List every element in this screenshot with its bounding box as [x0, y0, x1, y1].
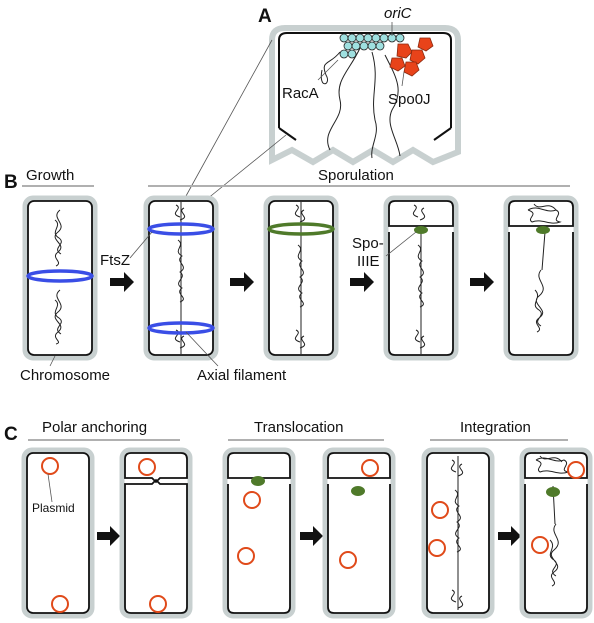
spo0j-protein-cluster: [389, 37, 434, 77]
plasmid: [243, 491, 261, 509]
plasmid: [41, 457, 59, 475]
ftsz-label: FtsZ: [100, 252, 130, 269]
oric-label: oriC: [384, 5, 412, 22]
zoom-guide-left: [185, 39, 273, 197]
plasmid: [431, 501, 449, 519]
integration-cell-2: [519, 447, 593, 619]
plasmid: [138, 458, 156, 476]
sporulation-cell-4: [503, 195, 579, 361]
arrow-b2: [230, 272, 254, 292]
spoiiie-dot-b4: [536, 226, 550, 234]
sporulation-cell-2: [263, 195, 339, 361]
integration-cell-1: [421, 447, 495, 619]
plasmid-label: Plasmid: [32, 501, 75, 515]
spoiiie-dot-c2: [351, 486, 365, 496]
plasmid: [531, 536, 549, 554]
spo0j-label: Spo0J: [388, 91, 431, 108]
plasmid: [237, 547, 255, 565]
spoiiie-dot-c1: [251, 476, 265, 486]
translocation-cell-1: [222, 447, 296, 619]
spoiiie-pointer: [385, 231, 417, 257]
chromosome-pointer: [49, 355, 56, 367]
plasmid: [361, 459, 379, 477]
spoiiie-label-line1: Spo-: [352, 235, 384, 252]
polar-anchoring-cell-2: [119, 447, 193, 619]
plasmid: [339, 551, 357, 569]
panel-b-label: B: [4, 172, 18, 193]
polar-anchoring-header: Polar anchoring: [42, 419, 147, 436]
ftsz-ring-top: [147, 222, 215, 236]
translocation-cell-2: [322, 447, 396, 619]
sporulation-cell-1: [143, 195, 219, 361]
integration-header: Integration: [460, 419, 531, 436]
zoom-guide-right: [195, 134, 287, 209]
plasmid-pointer: [47, 473, 53, 503]
arrow-c1: [97, 526, 120, 546]
sporulation-header: Sporulation: [318, 167, 394, 184]
arrow-b4: [470, 272, 494, 292]
translocation-header: Translocation: [254, 419, 344, 436]
panel-c-label: C: [4, 424, 18, 445]
chromosome-label: Chromosome: [20, 367, 110, 384]
raca-protein-cluster: [339, 33, 405, 59]
arrow-b3: [350, 272, 374, 292]
plasmid: [428, 539, 446, 557]
axial-filament-label: Axial filament: [197, 367, 287, 384]
spoiiie-dot-b3: [414, 226, 428, 234]
plasmid: [51, 595, 69, 613]
spoiiie-dot-c3: [546, 487, 560, 497]
growth-cell: [22, 195, 98, 361]
plasmid: [149, 595, 167, 613]
ftsz-pointer: [129, 231, 153, 259]
raca-label: RacA: [282, 85, 319, 102]
septum-ring: [267, 222, 335, 236]
sporulation-cell-3: [383, 195, 459, 361]
arrow-c2: [300, 526, 323, 546]
arrow-b1: [110, 272, 134, 292]
plasmid: [567, 461, 585, 479]
panel-a-label: A: [258, 6, 272, 27]
panel-a-cell-closeup: [269, 22, 461, 166]
ftsz-ring-growth: [26, 269, 94, 283]
ftsz-ring-bottom: [147, 321, 215, 335]
arrow-c3: [498, 526, 521, 546]
growth-header: Growth: [26, 167, 74, 184]
axial-filament-pointer: [185, 331, 219, 367]
spoiiie-label-line2: IIIE: [357, 253, 380, 270]
polar-anchoring-cell-1: [21, 447, 95, 619]
